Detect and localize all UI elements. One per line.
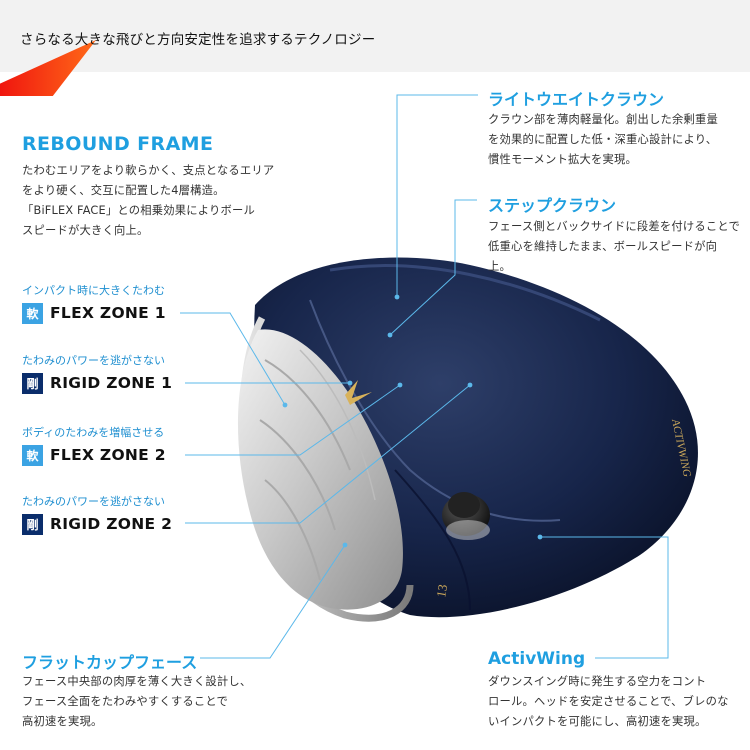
activwing-description: ダウンスイング時に発生する空力をコント ロール。ヘッドを安定させることで、ブレの…	[488, 675, 729, 728]
flex-zone-2-caption: ボディのたわみを増幅させる	[22, 426, 165, 439]
loft-text: 13	[433, 583, 450, 598]
rigid-badge: 剛	[22, 372, 43, 394]
zone-label: FLEX ZONE 2	[50, 446, 166, 464]
flex-zone-2: 軟 FLEX ZONE 2	[22, 444, 166, 466]
step-crown-title: ステップクラウン	[488, 196, 617, 215]
activwing-title: ActivWing	[488, 649, 586, 669]
zone-label: FLEX ZONE 1	[50, 304, 166, 322]
flat-cup-face-description: フェース中央部の肉厚を薄く大きく設計し、 フェース全面をたわみやすくすることで …	[22, 675, 252, 728]
page-title: さらなる大きな飛びと方向安定性を追求するテクノロジー	[20, 32, 376, 48]
header-band	[0, 0, 750, 72]
step-crown-description: フェース側とバックサイドに段差を付けることで 低重心を維持したまま、ボールスピー…	[488, 220, 741, 273]
driver-face	[237, 329, 403, 610]
soft-badge: 軟	[22, 444, 43, 466]
flex-zone-1: 軟 FLEX ZONE 1	[22, 302, 166, 324]
rebound-frame-description: たわむエリアをより軟らかく、支点となるエリア をより硬く、交互に配置した4層構造…	[22, 164, 275, 237]
weight-port-icon	[448, 492, 480, 518]
zone-label: RIGID ZONE 1	[50, 374, 173, 392]
flex-zone-1-caption: インパクト時に大きくたわむ	[22, 284, 165, 297]
light-crown-description: クラウン部を薄肉軽量化。創出した余剰重量 を効果的に配置した低・深重心設計により…	[488, 113, 718, 166]
rigid-zone-1: 剛 RIGID ZONE 1	[22, 372, 172, 394]
light-crown-title: ライトウエイトクラウン	[488, 90, 665, 109]
rebound-frame-title: REBOUND FRAME	[22, 133, 214, 155]
rigid-zone-1-caption: たわみのパワーを逃がさない	[22, 354, 165, 367]
zone-label: RIGID ZONE 2	[50, 515, 173, 533]
rigid-zone-2: 剛 RIGID ZONE 2	[22, 513, 172, 535]
rigid-zone-2-caption: たわみのパワーを逃がさない	[22, 495, 165, 508]
crown-logo-icon	[345, 380, 372, 405]
flat-cup-face-title: フラットカップフェース	[22, 653, 198, 672]
rigid-badge: 剛	[22, 513, 43, 535]
step-crown-line	[309, 299, 561, 522]
soft-badge: 軟	[22, 302, 43, 324]
